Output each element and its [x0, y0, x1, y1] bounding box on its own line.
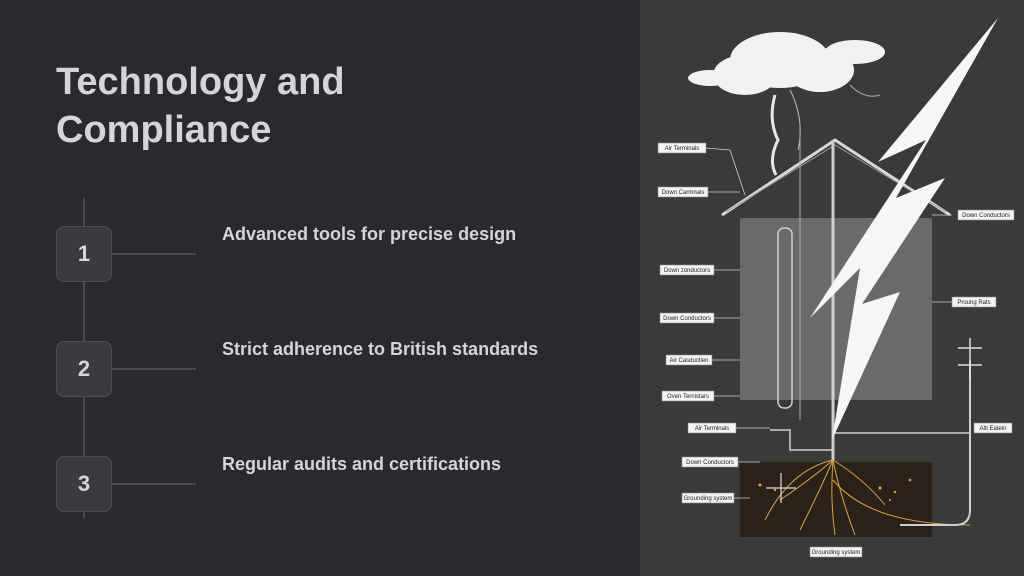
step-item: 2 Strict adherence to British standards	[56, 339, 616, 401]
label: Down Conductors	[957, 209, 1015, 221]
label: Air Terminals	[657, 142, 707, 154]
roof	[721, 138, 951, 217]
label: Oven Ternistars	[661, 390, 715, 402]
svg-text:Air Casductien: Air Casductien	[669, 358, 708, 364]
house-wall	[740, 218, 932, 400]
svg-text:Down Conductors: Down Conductors	[686, 460, 734, 466]
label: Air Casductien	[665, 354, 713, 366]
direction-arrows-icon	[766, 473, 796, 503]
label: Grounding system	[809, 546, 863, 558]
svg-text:Down Conductors: Down Conductors	[663, 316, 711, 322]
svg-text:Down Carmnals: Down Carmnals	[662, 190, 705, 196]
step-item: 3 Regular audits and certifications	[56, 454, 616, 516]
step-item: 1 Advanced tools for precise design	[56, 224, 616, 286]
step-connector	[112, 253, 196, 255]
svg-text:Proung Rats: Proung Rats	[957, 300, 990, 306]
step-text: Strict adherence to British standards	[222, 339, 539, 359]
svg-text:Grounding system: Grounding system	[684, 496, 733, 502]
lightning-bolt-icon	[810, 18, 998, 440]
label: Down Carmnals	[657, 186, 709, 198]
connector-icon	[958, 338, 982, 380]
svg-text:Air Terminals: Air Terminals	[695, 426, 730, 432]
label: Alti Eatein	[973, 422, 1013, 434]
illustration-svg: Air Terminals Down Carmnals Down zonduct…	[657, 18, 1015, 558]
svg-text:Down zonductors: Down zonductors	[664, 268, 710, 274]
label: Down zonductors	[659, 264, 715, 276]
label: Down Conductors	[681, 456, 739, 468]
step-connector	[112, 483, 196, 485]
step-connector	[112, 368, 196, 370]
ground-roots	[764, 459, 886, 536]
step-number-badge: 2	[56, 341, 112, 397]
content-panel: Technology and Compliance 1 Advanced too…	[56, 61, 616, 518]
page-title: Technology and Compliance	[56, 61, 345, 151]
down-conductor-pipe	[777, 227, 793, 409]
label: Air Terminals	[687, 422, 737, 434]
svg-text:Oven Ternistars: Oven Ternistars	[667, 394, 709, 400]
svg-text:Air Terminals: Air Terminals	[665, 146, 700, 152]
step-text: Advanced tools for precise design	[222, 224, 517, 244]
step-number-badge: 1	[56, 226, 112, 282]
grounding-cable	[900, 360, 971, 526]
lightning-protection-illustration: Air Terminals Down Carmnals Down zonduct…	[640, 0, 1024, 576]
step-number-badge: 3	[56, 456, 112, 512]
ground-sparks	[758, 478, 912, 501]
svg-text:Grounding system: Grounding system	[812, 550, 861, 556]
cloud-icon	[688, 32, 885, 95]
svg-text:Alti Eatein: Alti Eatein	[979, 426, 1006, 432]
label: Down Conductors	[659, 312, 715, 324]
label: Grounding system	[681, 492, 735, 504]
step-text: Regular audits and certifications	[222, 454, 502, 474]
label: Proung Rats	[951, 296, 997, 308]
svg-text:Down Conductors: Down Conductors	[962, 213, 1010, 219]
spark-icon	[770, 94, 780, 176]
